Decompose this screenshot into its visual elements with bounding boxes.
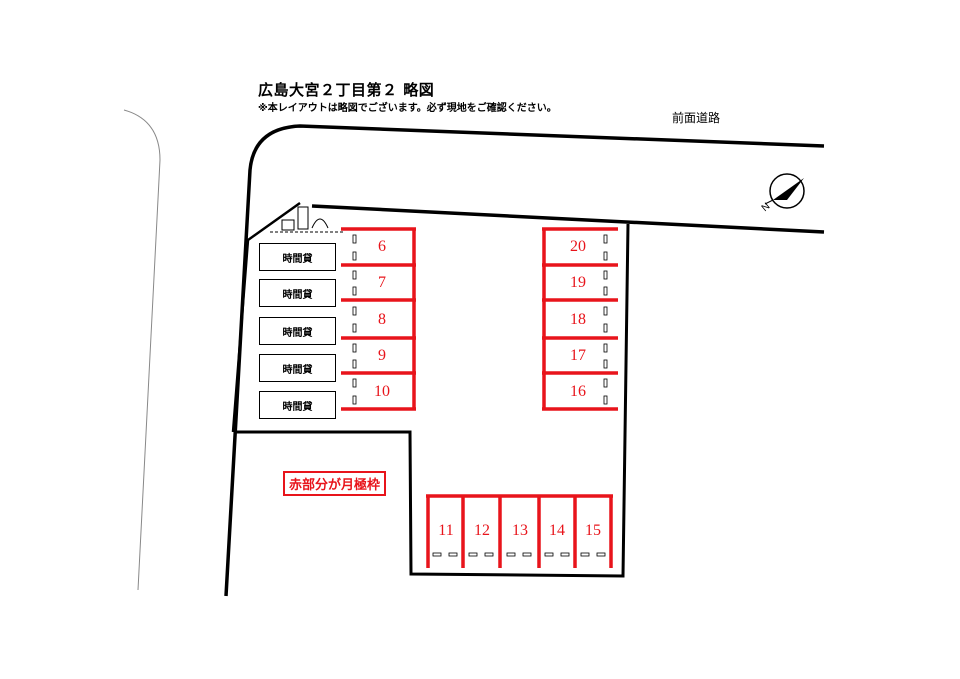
slot-number: 8 (378, 311, 386, 328)
compass-label: N (760, 201, 773, 214)
hourly-parking-box: 時間貸 (259, 243, 336, 271)
lot-inner-top (235, 223, 630, 578)
hourly-parking-box: 時間貸 (259, 317, 336, 345)
compass-icon: N (760, 173, 805, 214)
lot-left-edge (231, 201, 301, 433)
front-road-label: 前面道路 (672, 111, 721, 125)
slot-number: 20 (570, 238, 586, 255)
slot-number: 9 (378, 347, 386, 364)
disclaimer-note: ※本レイアウトは略図でございます。必ず現地をご確認ください。 (258, 103, 557, 114)
slot-number: 11 (438, 522, 454, 539)
slot-number: 10 (374, 383, 390, 400)
front-road-edge (224, 124, 825, 597)
right-wheel-stops (603, 234, 608, 405)
hourly-parking-box: 時間貸 (259, 279, 336, 307)
bottom-wheel-stops (432, 552, 606, 557)
entrance-structure (270, 206, 345, 233)
hourly-parking-box: 時間貸 (259, 354, 336, 382)
page-title: 広島大宮２丁目第２ 略図 (258, 81, 435, 99)
slot-number: 13 (512, 522, 528, 539)
slot-number: 17 (570, 347, 586, 364)
left-slot-group (341, 227, 416, 411)
slot-number: 6 (378, 238, 386, 255)
slot-number: 19 (570, 274, 586, 291)
left-wheel-stops (352, 234, 357, 405)
slot-number: 12 (474, 522, 490, 539)
lot-top-edge (311, 204, 825, 234)
hourly-parking-box: 時間貸 (259, 391, 336, 419)
monthly-legend: 赤部分が月極枠 (283, 471, 387, 496)
slot-number: 14 (549, 522, 565, 539)
slot-number: 18 (570, 311, 586, 328)
slot-number: 7 (378, 274, 386, 291)
slot-number: 16 (570, 383, 586, 400)
slot-number: 15 (585, 522, 601, 539)
right-slot-group (542, 227, 618, 411)
bottom-slot-group (426, 494, 613, 568)
adjacent-road-edge (123, 109, 161, 591)
